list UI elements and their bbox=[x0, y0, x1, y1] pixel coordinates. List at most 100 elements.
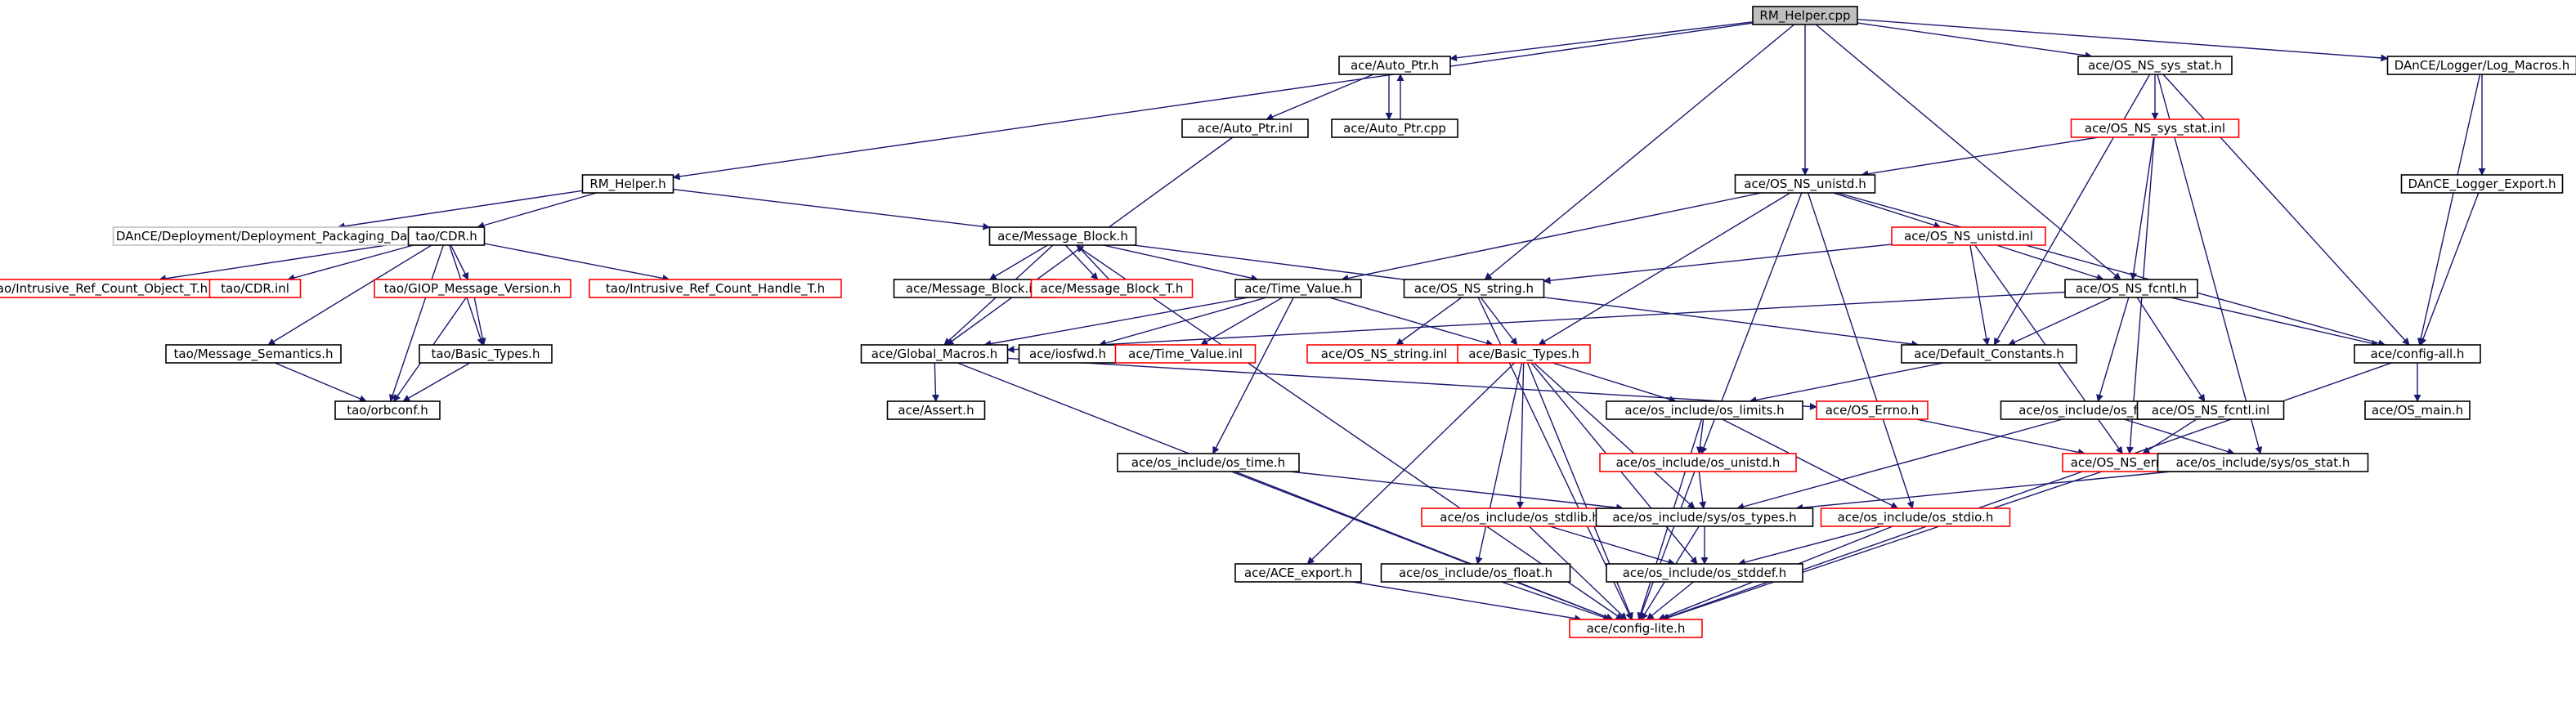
node-label: ace/Auto_Ptr.cpp bbox=[1343, 121, 1446, 136]
node-box bbox=[581, 174, 674, 194]
node-os-errno-h[interactable]: ace/OS_Errno.h bbox=[1816, 400, 1929, 420]
edge-time-value-h-to-ace-basic-types-h bbox=[1328, 297, 1494, 347]
node-label: ace/os_include/os_fcntl.h bbox=[2018, 403, 2171, 418]
node-box bbox=[2400, 174, 2564, 194]
node-label: ace/os_include/sys/os_types.h bbox=[1612, 510, 1796, 525]
node-default-constants-h[interactable]: ace/Default_Constants.h bbox=[1901, 344, 2077, 364]
node-orbconf-h[interactable]: tao/orbconf.h bbox=[334, 400, 441, 420]
node-message-semantics-h[interactable]: tao/Message_Semantics.h bbox=[165, 344, 342, 364]
edge-os-ns-fcntl-h-to-default-constants-h bbox=[2008, 297, 2112, 346]
node-label: ace/os_include/os_stdio.h bbox=[1838, 510, 1994, 525]
node-os-ns-unistd-h[interactable]: ace/OS_NS_unistd.h bbox=[1734, 174, 1876, 194]
edge-log-macros-h-to-config-all-h bbox=[2417, 74, 2481, 346]
node-os-time-h[interactable]: ace/os_include/os_time.h bbox=[1117, 453, 1300, 472]
node-os-stdlib-h[interactable]: ace/os_include/os_stdlib.h bbox=[1421, 507, 1619, 527]
edge-os-ns-fcntl-h-to-config-all-h bbox=[2170, 297, 2379, 347]
edge-global-macros-h-to-assert-h bbox=[931, 362, 939, 402]
node-logger-export-h[interactable]: DAnCE_Logger_Export.h bbox=[2400, 174, 2564, 194]
node-os-ns-sys-stat-inl[interactable]: ace/OS_NS_sys_stat.inl bbox=[2070, 118, 2240, 138]
node-label: ace/config-lite.h bbox=[1587, 621, 1686, 636]
node-label: tao/GIOP_Message_Version.h bbox=[384, 281, 561, 297]
edge-os-ns-fcntl-h-to-os-ns-fcntl-inl bbox=[2136, 297, 2206, 402]
node-os-ns-fcntl-inl[interactable]: ace/OS_NS_fcntl.inl bbox=[2136, 400, 2285, 420]
node-label: ace/OS_NS_fcntl.inl bbox=[2152, 403, 2270, 418]
node-label: ace/Auto_Ptr.inl bbox=[1198, 121, 1292, 136]
node-log-macros-h[interactable]: DAnCE/Logger/Log_Macros.h bbox=[2386, 56, 2576, 75]
node-box bbox=[1457, 344, 1591, 364]
node-auto-ptr-inl[interactable]: ace/Auto_Ptr.inl bbox=[1181, 118, 1309, 138]
edge-time-value-h-to-time-value-inl bbox=[1200, 297, 1284, 346]
node-time-value-inl[interactable]: ace/Time_Value.inl bbox=[1114, 344, 1257, 364]
node-tao-cdr-inl[interactable]: tao/CDR.inl bbox=[208, 279, 302, 298]
node-os-ns-unistd-inl[interactable]: ace/OS_NS_unistd.inl bbox=[1891, 226, 2046, 246]
node-os-limits-h[interactable]: ace/os_include/os_limits.h bbox=[1606, 400, 1803, 420]
edge-tao-basic-types-h-to-orbconf-h bbox=[402, 362, 471, 402]
edge-message-semantics-h-to-orbconf-h bbox=[274, 362, 367, 403]
node-label: ace/Message_Block.inl bbox=[906, 281, 1043, 297]
node-label: tao/Message_Semantics.h bbox=[174, 347, 334, 362]
node-auto-ptr-h[interactable]: ace/Auto_Ptr.h bbox=[1338, 56, 1451, 75]
edge-os-ns-string-h-to-ace-basic-types-h bbox=[1480, 297, 1518, 346]
node-auto-ptr-cpp[interactable]: ace/Auto_Ptr.cpp bbox=[1331, 118, 1458, 138]
node-message-block-h[interactable]: ace/Message_Block.h bbox=[988, 226, 1137, 246]
node-os-unistd-h[interactable]: ace/os_include/os_unistd.h bbox=[1599, 453, 1797, 472]
node-os-stdio-h[interactable]: ace/os_include/os_stdio.h bbox=[1820, 507, 2011, 527]
node-os-main-h[interactable]: ace/OS_main.h bbox=[2364, 400, 2471, 420]
edge-os-ns-fcntl-inl-to-os-ns-errno-h bbox=[2142, 418, 2197, 454]
node-box bbox=[1595, 507, 1814, 527]
node-os-float-h[interactable]: ace/os_include/os_float.h bbox=[1380, 563, 1571, 583]
node-label: ace/os_include/os_float.h bbox=[1399, 566, 1552, 581]
node-giop-message-version-h[interactable]: tao/GIOP_Message_Version.h bbox=[374, 279, 571, 298]
node-box bbox=[1606, 400, 1803, 420]
node-config-all-h[interactable]: ace/config-all.h bbox=[2354, 344, 2481, 364]
node-time-value-h[interactable]: ace/Time_Value.h bbox=[1234, 279, 1362, 298]
edge-auto-ptr-h-to-auto-ptr-inl bbox=[1266, 74, 1374, 121]
node-box bbox=[407, 226, 486, 246]
edge-rm-helper-h-to-deployment-packaging-datac-h bbox=[337, 190, 583, 230]
node-ace-export-h[interactable]: ace/ACE_export.h bbox=[1234, 563, 1362, 583]
node-deployment-packaging-datac-h[interactable]: DAnCE/Deployment/Deployment_Packaging_Da… bbox=[112, 226, 444, 246]
node-sys-os-types-h[interactable]: ace/os_include/sys/os_types.h bbox=[1595, 507, 1814, 527]
node-ace-basic-types-h[interactable]: ace/Basic_Types.h bbox=[1457, 344, 1591, 364]
edge-ace-basic-types-h-to-sys-os-types-h bbox=[1533, 362, 1696, 509]
node-box bbox=[208, 279, 302, 298]
edge-tao-cdr-h-to-message-semantics-h bbox=[267, 244, 432, 346]
node-box bbox=[1181, 118, 1309, 138]
node-box bbox=[374, 279, 571, 298]
node-os-ns-sys-stat-h[interactable]: ace/OS_NS_sys_stat.h bbox=[2077, 56, 2233, 75]
node-tao-cdr-h[interactable]: tao/CDR.h bbox=[407, 226, 486, 246]
node-box bbox=[988, 226, 1137, 246]
node-intrusive-ref-count-handle-t-h[interactable]: tao/Intrusive_Ref_Count_Handle_T.h bbox=[589, 279, 842, 298]
node-rm-helper-cpp[interactable]: RM_Helper.cpp bbox=[1752, 6, 1858, 25]
node-config-lite-h[interactable]: ace/config-lite.h bbox=[1569, 619, 1703, 638]
node-box bbox=[1816, 400, 1929, 420]
node-sys-os-stat-h[interactable]: ace/os_include/sys/os_stat.h bbox=[2157, 453, 2369, 472]
node-tao-basic-types-h[interactable]: tao/Basic_Types.h bbox=[419, 344, 553, 364]
edge-message-block-h-to-time-value-h bbox=[1103, 244, 1259, 282]
node-box bbox=[860, 344, 1009, 364]
edge-os-stdlib-h-to-os-stddef-h bbox=[1549, 525, 1676, 566]
node-intrusive-ref-count-object-t-h[interactable]: tao/Intrusive_Ref_Count_Object_T.h bbox=[0, 279, 226, 298]
edge-ace-export-h-to-config-lite-h bbox=[1352, 581, 1583, 623]
node-iosfwd-h[interactable]: ace/iosfwd.h bbox=[1018, 344, 1118, 364]
node-box bbox=[1599, 453, 1797, 472]
node-rm-helper-h[interactable]: RM_Helper.h bbox=[581, 174, 674, 194]
edge-os-limits-h-to-os-stdio-h bbox=[1722, 418, 1899, 509]
node-os-stddef-h[interactable]: ace/os_include/os_stddef.h bbox=[1606, 563, 1803, 583]
node-os-ns-string-h[interactable]: ace/OS_NS_string.h bbox=[1403, 279, 1545, 298]
edge-time-value-h-to-os-time-h bbox=[1212, 297, 1294, 454]
node-os-ns-string-inl[interactable]: ace/OS_NS_string.inl bbox=[1306, 344, 1462, 364]
node-box bbox=[1891, 226, 2046, 246]
node-box bbox=[1380, 563, 1571, 583]
node-message-block-t-h[interactable]: ace/Message_Block_T.h bbox=[1030, 279, 1194, 298]
edge-global-macros-h-to-os-errno-h bbox=[1007, 357, 1817, 410]
node-assert-h[interactable]: ace/Assert.h bbox=[886, 400, 986, 420]
node-label: ace/config-all.h bbox=[2371, 347, 2465, 361]
edge-rm-helper-cpp-to-log-macros-h bbox=[1857, 19, 2389, 62]
node-os-ns-fcntl-h[interactable]: ace/OS_NS_fcntl.h bbox=[2064, 279, 2198, 298]
node-message-block-inl[interactable]: ace/Message_Block.inl bbox=[893, 279, 1056, 298]
node-global-macros-h[interactable]: ace/Global_Macros.h bbox=[860, 344, 1009, 364]
node-label: RM_Helper.h bbox=[589, 177, 665, 192]
edge-os-stdio-h-to-os-stddef-h bbox=[1737, 525, 1882, 566]
